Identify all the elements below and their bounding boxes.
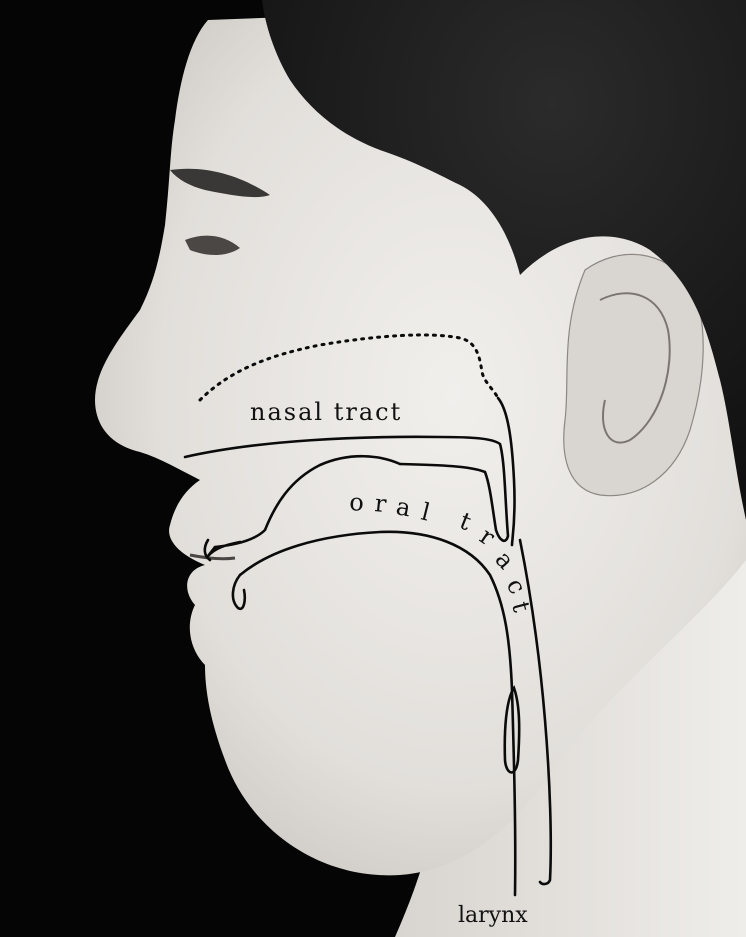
oral-letter-o: o xyxy=(349,488,365,517)
nasal-tract-label: nasal tract xyxy=(250,398,402,426)
larynx-label: larynx xyxy=(458,903,528,928)
